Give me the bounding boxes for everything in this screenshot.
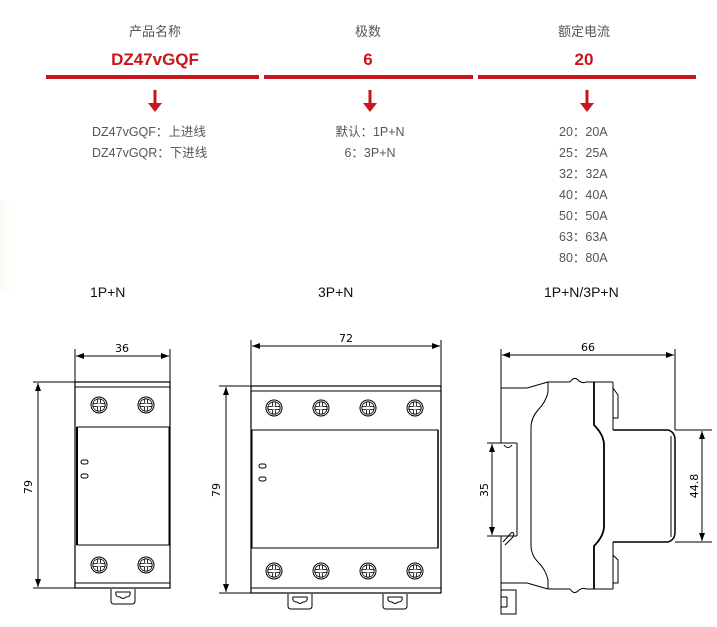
column-title-rated-current: 额定电流 <box>557 24 610 39</box>
variant-label-side: 1P+N/3P+N <box>544 284 619 300</box>
option-item: 63：63A <box>559 230 608 244</box>
dimension-label-height-3p: 79 <box>210 483 223 497</box>
terminal-screw-icon <box>359 562 377 580</box>
terminal-screw-icon <box>406 399 424 417</box>
terminal-screw-icon <box>90 396 108 414</box>
option-item: 40：40A <box>559 188 608 202</box>
divider-current <box>478 75 696 79</box>
terminal-screw-icon <box>137 396 155 414</box>
divider-poles <box>264 75 473 79</box>
option-item: 80：80A <box>559 251 608 265</box>
dimension-label-width-1p: 36 <box>115 342 129 355</box>
option-list-current: 20：20A 25：25A 32：32A 40：40A 50：50A 63：63… <box>559 122 608 269</box>
option-item: DZ47vGQF：上进线 <box>92 125 206 139</box>
terminal-screw-icon <box>406 562 424 580</box>
dimension-label-height-1p: 79 <box>22 480 35 494</box>
variant-label-3p: 3P+N <box>318 284 354 300</box>
front-view-3p <box>219 340 442 594</box>
option-list-product: DZ47vGQF：上进线 DZ47vGQR：下进线 <box>92 122 207 164</box>
background-artifact <box>0 200 14 290</box>
option-item: 默认：1P+N <box>335 125 405 139</box>
din-clip-icon <box>287 593 313 610</box>
column-title-poles: 极数 <box>354 24 381 39</box>
terminal-screw-icon <box>359 399 377 417</box>
column-code-product: DZ47vGQF <box>111 50 199 69</box>
option-item: 20：20A <box>559 125 608 139</box>
column-code-current: 20 <box>574 50 594 69</box>
din-clip-icon <box>110 588 136 605</box>
option-list-poles: 默认：1P+N 6：3P+N <box>330 122 410 164</box>
din-clip-icon <box>382 593 408 610</box>
front-view-1p <box>33 349 171 589</box>
dimension-label-front: 44.8 <box>688 474 701 499</box>
option-item: 6：3P+N <box>344 146 396 160</box>
arrow-down-icon <box>580 90 594 112</box>
dimension-label-width-3p: 72 <box>339 332 353 345</box>
terminal-screw-icon <box>265 399 283 417</box>
arrow-down-icon <box>148 90 162 112</box>
dimension-label-depth: 66 <box>581 341 595 354</box>
dimension-label-rail: 35 <box>478 483 491 497</box>
side-view <box>487 349 712 615</box>
dimension-drawings: 36 79 72 79 <box>22 332 712 615</box>
option-item: DZ47vGQR：下进线 <box>92 146 208 160</box>
terminal-screw-icon <box>312 562 330 580</box>
terminal-screw-icon <box>90 556 108 574</box>
option-item: 50：50A <box>559 209 608 223</box>
divider-product <box>46 75 259 79</box>
option-item: 25：25A <box>559 146 608 160</box>
arrow-down-icon <box>363 90 377 112</box>
terminal-screw-icon <box>137 556 155 574</box>
terminal-screw-icon <box>265 562 283 580</box>
option-item: 32：32A <box>559 167 608 181</box>
column-title-product-name: 产品名称 <box>128 24 181 39</box>
terminal-screw-icon <box>312 399 330 417</box>
column-code-poles: 6 <box>363 50 373 69</box>
variant-label-1p: 1P+N <box>90 284 126 300</box>
